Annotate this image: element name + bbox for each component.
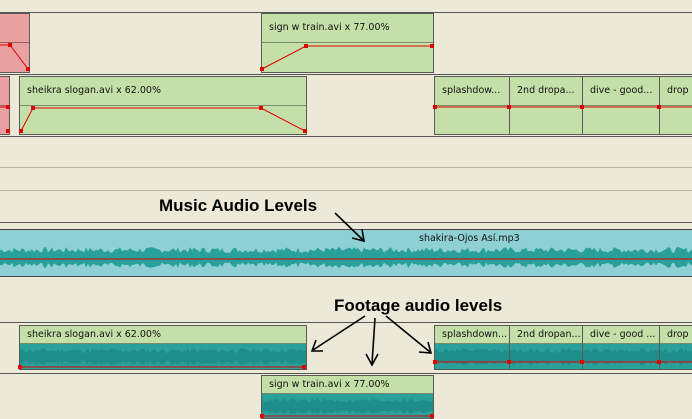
music-audio-levels-label: Music Audio Levels [159,196,318,215]
clip-header: 2nd dropan... [510,326,582,344]
clip-name: sign w train.avi x 77.00% [269,22,390,33]
video-clip-sign-w-train[interactable]: sign w train.avi x 77.00% [261,13,434,73]
audio-clip-sheikra-slogan[interactable]: sheikra slogan.avi x 62.00% [19,325,307,370]
video-clip-sheikra-slogan[interactable]: sheikra slogan.avi x 62.00% [19,76,307,135]
envelope-keyframe [433,360,437,364]
audio-waveform [435,348,509,366]
envelope-keyframe [657,360,661,364]
clip-name: dive - good ... [590,329,656,340]
clip-name: splashdown... [442,329,508,340]
track-divider [0,373,692,374]
clip-header: 2nd dropa... [510,77,582,106]
video-clip-dive-good[interactable]: dive - good... [582,76,660,135]
clip-name: shakira-Ojos Así.mp3 [419,233,520,244]
clip-header: splashdow... [435,77,509,106]
video-clip-2nd-drop[interactable]: 2nd dropa... [509,76,583,135]
track-divider [0,12,692,13]
video-clip[interactable] [0,13,30,73]
envelope-keyframe [6,129,10,133]
clip-header [0,14,29,43]
clip-name: splashdow... [442,85,501,96]
track-divider [0,167,692,168]
envelope-keyframe [580,105,584,109]
envelope-keyframe [31,106,35,110]
track-divider [0,136,692,137]
music-arrow [334,212,365,243]
opacity-envelope [261,45,432,70]
envelope-keyframe [507,360,511,364]
clip-name: sheikra slogan.avi x 62.00% [27,329,161,340]
envelope-keyframe [8,43,12,47]
envelope-keyframe [433,105,437,109]
envelope-keyframe [657,105,661,109]
envelope-keyframe [304,44,308,48]
opacity-envelope [20,107,306,132]
clip-name: sheikra slogan.avi x 62.00% [27,85,161,96]
clip-header: drop [660,326,692,344]
audio-clip-sign-w-train[interactable]: sign w train.avi x 77.00% [261,375,434,419]
clip-header: sign w train.avi x 77.00% [262,376,433,394]
audio-waveform [583,348,659,365]
envelope-keyframe [430,414,434,418]
envelope-keyframe [18,365,22,369]
music-audio-clip[interactable]: shakira-Ojos Así.mp3 [0,229,692,277]
video-clip-drop[interactable]: drop [659,76,692,135]
clip-header: dive - good... [583,77,659,106]
clip-name: dive - good... [590,85,653,96]
audio-waveform [510,348,582,365]
audio-waveform [20,348,306,365]
track-divider [0,190,692,191]
music-waveform [0,247,692,268]
audio-clip-dive-good[interactable]: dive - good ... [582,325,660,370]
clip-header: sheikra slogan.avi x 62.00% [20,77,306,106]
clip-header: dive - good ... [583,326,659,344]
envelope-keyframe [580,360,584,364]
opacity-envelope [0,44,29,70]
clip-name: sign w train.avi x 77.00% [269,379,390,390]
envelope-keyframe [19,129,23,133]
envelope-keyframe [259,106,263,110]
track-divider [0,74,692,75]
clip-header: splashdown... [435,326,509,344]
clip-name: drop [667,85,689,96]
envelope-keyframe [302,365,306,369]
clip-name: 2nd dropa... [517,85,575,96]
envelope-keyframe [430,44,434,48]
audio-waveform [660,348,692,365]
footage-arrows [310,315,433,367]
clip-header [0,77,9,106]
envelope-keyframe [26,67,30,71]
clip-header: sheikra slogan.avi x 62.00% [20,326,306,344]
envelope-keyframe [303,129,307,133]
audio-waveform [262,397,433,415]
envelope-keyframe [260,67,264,71]
clip-header: drop [660,77,692,106]
envelope-keyframe [260,414,264,418]
envelope-keyframe [6,105,10,109]
envelope-keyframe [507,105,511,109]
footage-audio-levels-label: Footage audio levels [334,296,503,315]
clip-header: sign w train.avi x 77.00% [262,14,433,43]
clip-name: 2nd dropan... [517,329,581,340]
track-divider [0,322,692,323]
clip-name: drop [667,329,689,340]
